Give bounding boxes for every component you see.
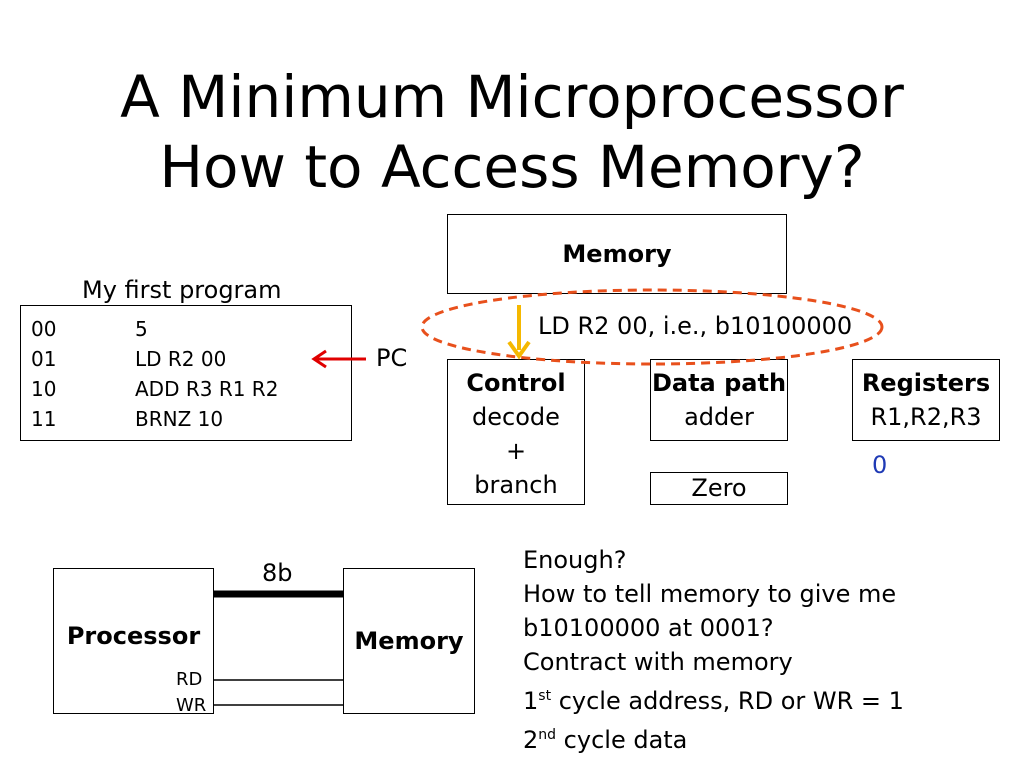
memory-block: Memory [447, 214, 787, 294]
notes-text: Enough? How to tell memory to give me b1… [523, 543, 904, 757]
datapath-title: Data path [651, 369, 787, 397]
note-line: How to tell memory to give me [523, 580, 897, 608]
note-line: b10100000 at 0001? [523, 614, 774, 642]
bus-width-label: 8b [262, 559, 293, 587]
note-line: Contract with memory [523, 648, 793, 676]
pc-arrow-head [311, 349, 327, 369]
note-ordinal: 2 [523, 726, 539, 754]
program-address: 01 [31, 347, 57, 371]
program-row: 00 5 [31, 316, 148, 342]
zero-flag-block: Zero [650, 472, 788, 505]
processor-label: Processor [66, 622, 201, 650]
note-ordinal-suffix: nd [538, 727, 557, 743]
program-address: 00 [31, 317, 57, 341]
note-line: 1st cycle address, RD or WR = 1 [523, 679, 904, 718]
slide-title: A Minimum Microprocessor How to Access M… [0, 62, 1024, 202]
control-branch: branch [474, 471, 558, 499]
note-line: 2nd cycle data [523, 718, 904, 757]
program-address: 11 [31, 407, 57, 431]
note-line: Enough? [523, 546, 627, 574]
note-rest: cycle address, RD or WR = 1 [551, 687, 904, 715]
registers-list: R1,R2,R3 [870, 403, 982, 431]
bus-memory-label: Memory [354, 627, 464, 655]
program-caption: My first program [82, 276, 282, 304]
highlight-ellipse [420, 288, 884, 366]
bus-memory-block: Memory [343, 568, 475, 714]
note-ordinal-suffix: st [538, 688, 552, 704]
program-row: 10 ADD R3 R1 R2 [31, 376, 278, 402]
control-block: Control decode + branch [447, 359, 585, 505]
memory-label: Memory [562, 240, 672, 268]
program-row: 01 LD R2 00 [31, 346, 226, 372]
processor-block: Processor [53, 568, 214, 714]
control-plus: + [505, 437, 527, 465]
registers-block: Registers R1,R2,R3 [852, 359, 1000, 441]
program-instruction: BRNZ 10 [135, 407, 224, 431]
program-instruction: ADD R3 R1 R2 [135, 377, 279, 401]
control-decode: decode [472, 403, 560, 431]
pc-label: PC [376, 344, 408, 372]
fetched-instruction: LD R2 00, i.e., b10100000 [538, 312, 853, 340]
wr-signal-label: WR [176, 695, 207, 716]
note-ordinal: 1 [523, 687, 539, 715]
datapath-block: Data path adder [650, 359, 788, 441]
program-instruction: 5 [135, 317, 148, 341]
registers-title: Registers [861, 369, 991, 397]
fetch-arrow-head [507, 340, 531, 360]
program-address: 10 [31, 377, 57, 401]
zero-flag-label: Zero [691, 474, 747, 502]
program-listing: 00 5 01 LD R2 00 10 ADD R3 R1 R2 11 BRNZ 10 [20, 305, 352, 441]
control-title: Control [466, 369, 566, 397]
zero-flag-value: 0 [872, 451, 888, 479]
program-instruction: LD R2 00 [135, 347, 227, 371]
note-rest: cycle data [556, 726, 688, 754]
program-row: 11 BRNZ 10 [31, 406, 223, 432]
title-line-2: How to Access Memory? [159, 133, 865, 201]
title-line-1: A Minimum Microprocessor [120, 63, 904, 131]
rd-signal-label: RD [176, 669, 203, 690]
datapath-adder: adder [684, 403, 754, 431]
